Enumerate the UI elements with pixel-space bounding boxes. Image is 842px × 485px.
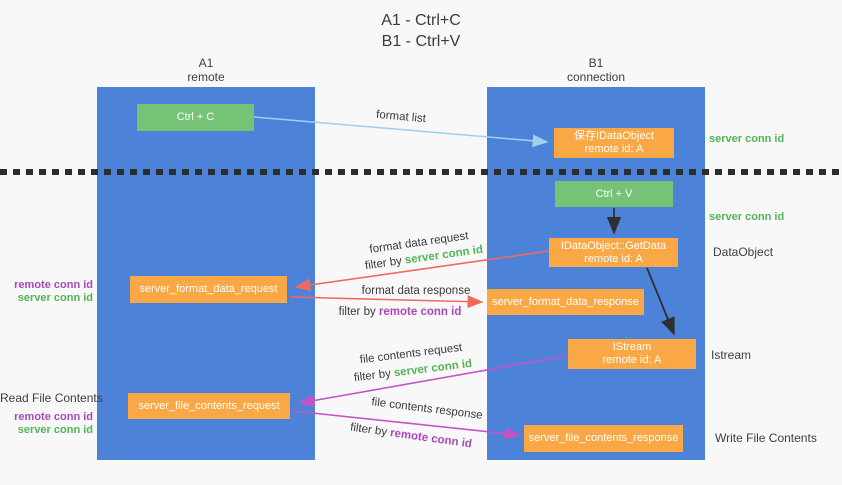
column-a-header: A1 remote (97, 56, 315, 84)
node-file-response-label: server_file_contents_response (528, 432, 679, 444)
column-b-header: B1 connection (487, 56, 705, 84)
label-read-file-contents: Read File Contents (0, 391, 103, 405)
label-istream-right: Istream (711, 348, 752, 362)
node-istream: IStream remote id: A (568, 339, 696, 369)
node-save-idataobject-line1: 保存IDataObject (573, 130, 655, 142)
label-dataobject: DataObject (713, 245, 774, 259)
arrow-format-data-response (289, 295, 484, 309)
node-server-file-contents-response: server_file_contents_response (524, 425, 683, 452)
node-ctrl-c: Ctrl + C (137, 104, 254, 131)
node-server-format-data-request: server_format_data_request (130, 276, 287, 303)
label-filter-remote-conn-1: filter by remote conn id (339, 306, 462, 318)
arrow-file-contents-response (292, 410, 521, 440)
label-server-conn-id-top-right: server conn id (709, 133, 785, 145)
column-a-name: A1 (198, 56, 214, 70)
node-file-request-label: server_file_contents_request (138, 399, 280, 412)
node-server-file-contents-request: server_file_contents_request (128, 393, 290, 419)
node-istream-line1: IStream (612, 341, 652, 353)
dotted-divider (0, 169, 842, 175)
remote-conn-id-text: remote conn id (378, 306, 462, 318)
title-line-2: B1 - Ctrl+V (381, 33, 461, 50)
column-b-name: B1 (588, 56, 604, 70)
node-server-format-data-response: server_format_data_response (487, 289, 644, 315)
title-line-1: A1 - Ctrl+C (381, 12, 461, 29)
arrow-format-list (253, 116, 549, 148)
node-save-idataobject-line2: remote id: A (584, 143, 644, 155)
column-a-subtitle: remote (187, 70, 225, 84)
node-format-response-label: server_format_data_response (492, 295, 639, 308)
node-format-request-label: server_format_data_request (139, 283, 278, 295)
node-idataobject-getdata: IDataObject::GetData remote id: A (549, 238, 678, 267)
node-ctrl-c-label: Ctrl + C (176, 111, 215, 123)
label-server-conn-id-left-top: server conn id (17, 292, 93, 304)
arrow-file-contents-request (298, 355, 567, 407)
arrow-getdata-to-istream (646, 267, 675, 336)
label-server-conn-id-mid-right: server conn id (709, 211, 785, 223)
node-getdata-line1: IDataObject::GetData (560, 239, 667, 252)
node-ctrl-v: Ctrl + V (555, 181, 673, 207)
node-istream-line2: remote id: A (602, 354, 662, 366)
filter-by-text: filter by (338, 306, 379, 318)
node-getdata-line2: remote id: A (584, 252, 643, 265)
label-remote-conn-id-left-top: remote conn id (14, 279, 93, 291)
node-save-idataobject: 保存IDataObject remote id: A (554, 128, 674, 158)
column-b-subtitle: connection (566, 70, 626, 84)
label-server-conn-id-left-bottom: server conn id (17, 424, 93, 436)
arrow-format-data-request (294, 250, 550, 292)
node-ctrl-v-label: Ctrl + V (595, 187, 633, 200)
label-remote-conn-id-left-bottom: remote conn id (14, 411, 93, 423)
label-format-data-response: format data response (361, 285, 471, 297)
diagram-title: A1 - Ctrl+C B1 - Ctrl+V (0, 10, 842, 52)
label-write-file-contents: Write File Contents (715, 431, 817, 445)
